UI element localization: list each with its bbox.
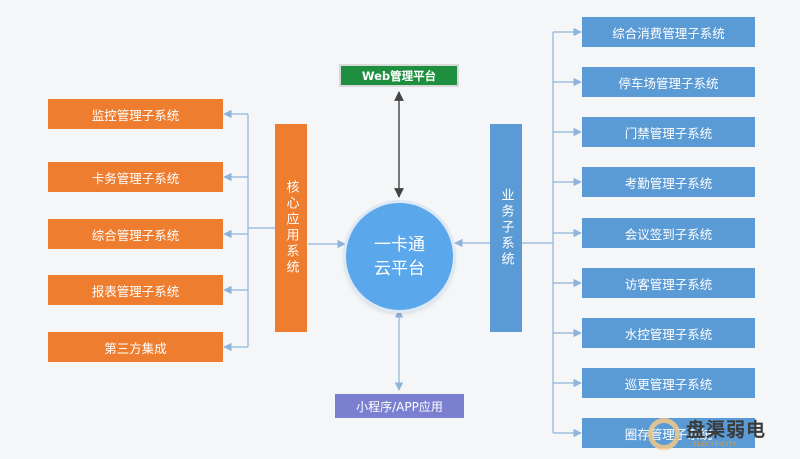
watermark: 盘渠弱电 ...ELECTRICITY [648,413,798,455]
core-item-card: 卡务管理子系统 [48,162,223,192]
core-application-label: 核心应用系统 [283,180,299,276]
core-connectors [223,109,275,352]
app-platform-box: 小程序/APP应用 [335,394,464,418]
web-platform-box: Web管理平台 [339,64,459,87]
watermark-subtext: ...ELECTRICITY [686,441,737,448]
core-item-general: 综合管理子系统 [48,219,223,249]
core-item-report: 报表管理子系统 [48,275,223,305]
core-item-label: 卡务管理子系统 [91,170,180,186]
business-item-label: 门禁管理子系统 [624,125,713,141]
business-item-label: 访客管理子系统 [624,276,713,292]
business-subsystem-bar: 业务子系统 [490,124,522,332]
business-item-meeting: 会议签到子系统 [582,218,755,248]
business-item-label: 综合消费管理子系统 [612,25,725,41]
cloud-platform-hub: 一卡通 云平台 [346,203,453,310]
core-item-third-party: 第三方集成 [48,332,223,362]
business-item-water: 水控管理子系统 [582,318,755,348]
core-item-label: 综合管理子系统 [91,227,180,243]
business-item-visitor: 访客管理子系统 [582,268,755,298]
business-item-label: 停车场管理子系统 [618,75,719,91]
hub-line-2: 云平台 [374,258,425,279]
hub-line-1: 一卡通 [374,234,425,255]
business-item-label: 水控管理子系统 [624,326,713,342]
business-item-parking: 停车场管理子系统 [582,67,755,97]
business-subsystem-label: 业务子系统 [498,188,514,268]
business-item-label: 巡更管理子系统 [624,376,713,392]
core-item-monitoring: 监控管理子系统 [48,99,223,129]
business-item-label: 会议签到子系统 [624,226,713,242]
business-item-access: 门禁管理子系统 [582,117,755,147]
business-item-label: 考勤管理子系统 [624,175,713,191]
business-item-attendance: 考勤管理子系统 [582,167,755,197]
core-item-label: 报表管理子系统 [91,283,180,299]
core-application-bar: 核心应用系统 [275,124,307,332]
watermark-name: 盘渠弱电 [686,419,767,441]
core-item-label: 第三方集成 [104,340,167,356]
business-item-consumption: 综合消费管理子系统 [582,17,755,47]
core-item-label: 监控管理子系统 [91,107,180,123]
web-platform-label: Web管理平台 [361,68,437,83]
app-platform-label: 小程序/APP应用 [356,399,443,414]
business-item-patrol: 巡更管理子系统 [582,368,755,398]
brand-logo-icon [648,418,680,450]
business-connectors [522,27,582,438]
